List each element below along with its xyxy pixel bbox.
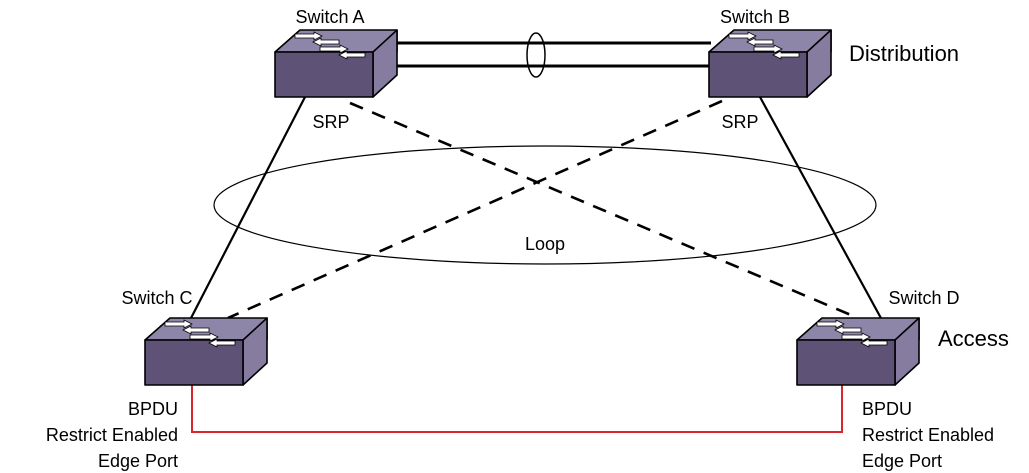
switch-a-name: Switch A [295,7,364,27]
link-b-d [759,96,883,321]
switch-c-note-line-1: BPDU [128,399,178,419]
switch-d-name: Switch D [888,288,959,308]
switch-b-role: SRP [721,112,758,132]
lag-bundle-ellipse [526,32,546,78]
loop-ellipse [213,145,877,265]
distribution-tier-label: Distribution [849,41,959,66]
switch-d-note-line-2: Restrict Enabled [862,425,994,445]
switch-a-role: SRP [312,112,349,132]
link-a-d-dashed [349,101,859,320]
switch-c-note-line-3: Edge Port [98,451,178,471]
access-tier-label: Access [938,326,1009,351]
switch-a-icon [274,29,398,98]
switch-b-name: Switch B [720,7,790,27]
switch-d-icon [796,317,920,386]
switch-c-note-line-2: Restrict Enabled [46,425,178,445]
switch-b-icon [708,29,832,98]
switch-d-note-line-3: Edge Port [862,451,942,471]
links [189,32,883,433]
loop-label: Loop [525,234,565,254]
switch-c-name: Switch C [121,288,192,308]
switch-d-note-line-1: BPDU [862,399,912,419]
link-b-c-dashed [227,99,723,320]
switch-c-icon [144,317,268,386]
link-a-c [189,96,306,321]
edge-port-link [191,382,843,433]
